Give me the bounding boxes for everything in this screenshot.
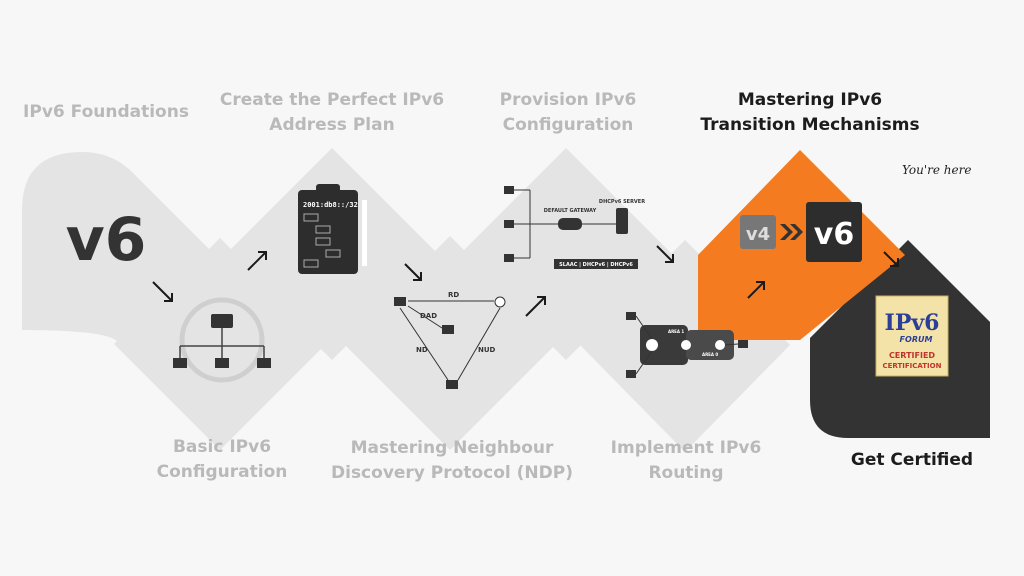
arrow-icon — [247, 251, 267, 271]
step-basic-config-label: Basic IPv6 Configuration — [156, 437, 288, 482]
svg-text:DAD: DAD — [420, 312, 437, 320]
step-ndp-label: Mastering Neighbour Discovery Protocol (… — [331, 438, 573, 483]
svg-text:NUD: NUD — [478, 346, 496, 354]
arrow-icon — [747, 281, 765, 299]
step-address-plan-label: Create the Perfect IPv6 Address Plan — [219, 90, 445, 135]
svg-text:2001:db8::/32: 2001:db8::/32 — [303, 201, 358, 209]
provisioning-network-icon: DEFAULT GATEWAY DHCPv6 SERVER SLAAC | DH… — [504, 186, 645, 269]
step-routing-label: Implement IPv6 Routing — [610, 438, 762, 483]
svg-text:CERTIFIED: CERTIFIED — [889, 351, 935, 360]
svg-text:RD: RD — [448, 291, 459, 299]
svg-text:SLAAC | DHCPv6 | DHCPv6: SLAAC | DHCPv6 | DHCPv6 — [559, 262, 633, 268]
arrow-icon — [656, 245, 674, 263]
arrow-icon — [525, 296, 546, 317]
v6-logo-icon: v6 — [66, 205, 147, 275]
svg-text:FORUM: FORUM — [900, 335, 933, 344]
network-tree-icon — [173, 297, 271, 383]
svg-text:DHCPv6 SERVER: DHCPv6 SERVER — [599, 199, 645, 205]
svg-text:v6: v6 — [814, 217, 854, 252]
svg-text:ND: ND — [416, 346, 428, 354]
arrow-icon — [152, 281, 173, 302]
svg-text:IPv6: IPv6 — [885, 310, 940, 336]
step-foundations-label: IPv6 Foundations — [23, 102, 189, 122]
arrow-icon — [404, 263, 422, 281]
svg-text:DEFAULT GATEWAY: DEFAULT GATEWAY — [544, 208, 597, 214]
step-certified-label: Get Certified — [850, 450, 974, 470]
certification-badge-icon: IPv6 FORUM CERTIFIED CERTIFICATION — [875, 295, 949, 377]
you-are-here-note: You're here — [902, 163, 972, 177]
step-transition-shape — [698, 150, 905, 340]
svg-text:AREA 0: AREA 0 — [702, 352, 718, 357]
step-transition-label: Mastering IPv6 Transition Mechanisms — [700, 90, 920, 135]
step-foundations-shape — [22, 152, 210, 342]
svg-text:CERTIFICATION: CERTIFICATION — [883, 362, 942, 370]
routing-areas-icon: AREA 1 AREA 0 — [626, 312, 748, 378]
svg-text:AREA 1: AREA 1 — [668, 329, 684, 334]
step-provision-label: Provision IPv6 Configuration — [499, 90, 637, 135]
clipboard-icon: 2001:db8::/32 — [298, 184, 367, 274]
step-provision-shape — [460, 148, 672, 360]
arrow-icon — [883, 251, 899, 267]
ndp-diagram-icon: RD DAD ND NUD — [394, 291, 506, 389]
v4-to-v6-icon: v4 v6 — [740, 202, 862, 262]
svg-text:v4: v4 — [746, 224, 770, 245]
